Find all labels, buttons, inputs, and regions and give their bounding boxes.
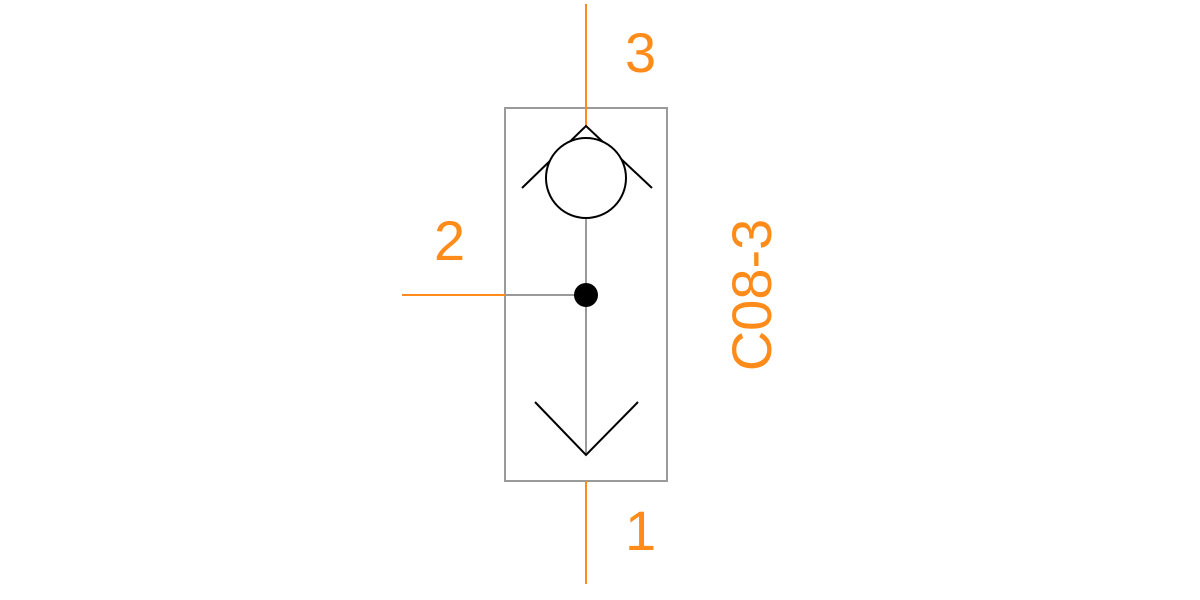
model-label: C08-3 — [720, 219, 783, 372]
port-2-label: 2 — [434, 209, 465, 272]
port-3-label: 3 — [625, 21, 656, 84]
port-1-label: 1 — [625, 499, 656, 562]
check-valve-seat — [521, 124, 653, 189]
junction-dot — [574, 283, 598, 307]
flow-arrow-v — [534, 401, 639, 457]
check-valve-ball — [545, 137, 627, 219]
